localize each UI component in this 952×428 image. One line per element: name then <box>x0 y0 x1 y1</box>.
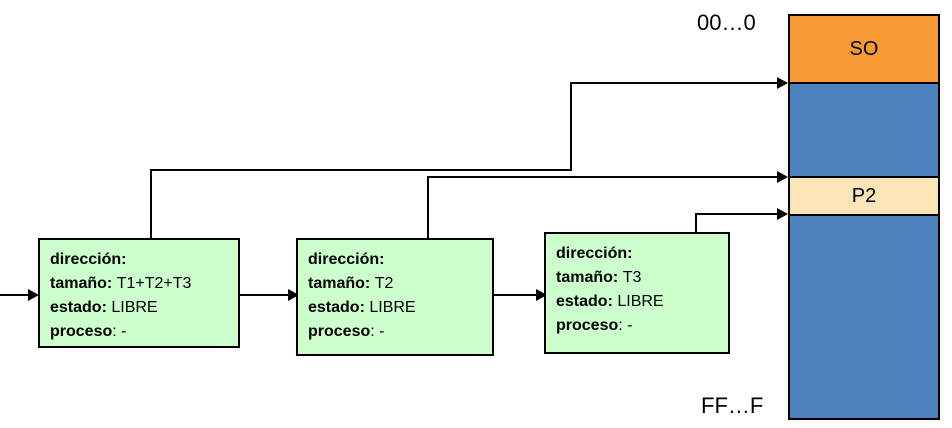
hueco2-pointer-to-memory <box>427 176 786 178</box>
hueco1-to-hueco2-arrowhead <box>288 289 299 301</box>
hueco1-pointer-stem <box>150 169 152 240</box>
memory-bottom-address-label: FF…F <box>701 393 764 418</box>
hueco2-pointer-arrowhead <box>777 171 788 183</box>
memory-segment-so[interactable]: SO <box>790 16 938 84</box>
descriptor-field-direccion-key: dirección: <box>50 251 127 268</box>
descriptor-box-hueco-2[interactable]: dirección: tamaño: T2 estado: LIBRE proc… <box>296 238 494 356</box>
descriptor-field-proceso-key: proceso <box>556 317 619 334</box>
descriptor-field-tamano-key: tamaño: <box>50 275 113 292</box>
descriptor-field-direccion: dirección: <box>556 242 728 266</box>
descriptor-field-direccion-key: dirección: <box>308 251 385 268</box>
memory-segment-p2[interactable]: P2 <box>790 178 938 216</box>
descriptor-field-proceso: proceso: - <box>556 314 728 338</box>
descriptor-box-hueco-3[interactable]: dirección: tamaño: T3 estado: LIBRE proc… <box>544 232 730 354</box>
descriptor-box-hueco-1[interactable]: dirección: tamaño: T1+T2+T3 estado: LIBR… <box>38 238 240 348</box>
descriptor-field-estado-value: LIBRE <box>369 299 416 316</box>
memory-top-address-label: 00…0 <box>697 10 756 35</box>
descriptor-field-estado-value: LIBRE <box>617 293 664 310</box>
descriptor-field-tamano-key: tamaño: <box>308 275 371 292</box>
memory-segment-free1[interactable] <box>790 84 938 178</box>
descriptor-field-estado: estado: LIBRE <box>50 296 238 320</box>
memory-segment-free2[interactable] <box>790 216 938 418</box>
descriptor-field-proceso-value: : - <box>112 323 127 340</box>
hueco2-to-hueco3-line <box>494 294 544 296</box>
hueco2-to-hueco3-arrowhead <box>536 289 547 301</box>
descriptor-field-proceso: proceso: - <box>308 320 492 344</box>
descriptor-field-estado-key: estado: <box>50 299 107 316</box>
descriptor-field-proceso-key: proceso <box>50 323 113 340</box>
memory-segment-so-label: SO <box>849 37 879 60</box>
list-head-arrow-line <box>0 294 32 296</box>
descriptor-field-proceso: proceso: - <box>50 320 238 344</box>
descriptor-field-estado: estado: LIBRE <box>556 290 728 314</box>
hueco1-pointer-to-memory <box>570 82 786 84</box>
descriptor-field-tamano-value: T3 <box>622 269 642 286</box>
hueco1-to-hueco2-line <box>240 294 296 296</box>
memory-bar: SO P2 <box>788 14 940 420</box>
descriptor-field-direccion: dirección: <box>308 248 492 272</box>
hueco3-pointer-to-memory <box>695 213 786 215</box>
descriptor-field-estado-key: estado: <box>308 299 365 316</box>
hueco1-pointer-horizontal <box>150 169 572 171</box>
descriptor-field-estado-key: estado: <box>556 293 613 310</box>
list-head-arrowhead <box>28 289 39 301</box>
descriptor-field-proceso-key: proceso <box>308 323 371 340</box>
descriptor-field-tamano: tamaño: T2 <box>308 272 492 296</box>
hueco3-pointer-arrowhead <box>777 208 788 220</box>
hueco1-pointer-riser <box>570 82 572 171</box>
descriptor-field-direccion: dirección: <box>50 248 238 272</box>
memory-segment-p2-label: P2 <box>851 184 877 207</box>
descriptor-field-proceso-value: : - <box>370 323 385 340</box>
descriptor-field-proceso-value: : - <box>618 317 633 334</box>
hueco1-pointer-arrowhead <box>777 77 788 89</box>
descriptor-field-tamano: tamaño: T3 <box>556 266 728 290</box>
descriptor-field-tamano-value: T2 <box>374 275 394 292</box>
descriptor-field-tamano-key: tamaño: <box>556 269 619 286</box>
hueco2-pointer-stem <box>427 176 429 258</box>
descriptor-field-tamano-value: T1+T2+T3 <box>116 275 192 292</box>
descriptor-field-direccion-key: dirección: <box>556 245 633 262</box>
descriptor-field-estado-value: LIBRE <box>111 299 158 316</box>
descriptor-field-estado: estado: LIBRE <box>308 296 492 320</box>
descriptor-field-tamano: tamaño: T1+T2+T3 <box>50 272 238 296</box>
